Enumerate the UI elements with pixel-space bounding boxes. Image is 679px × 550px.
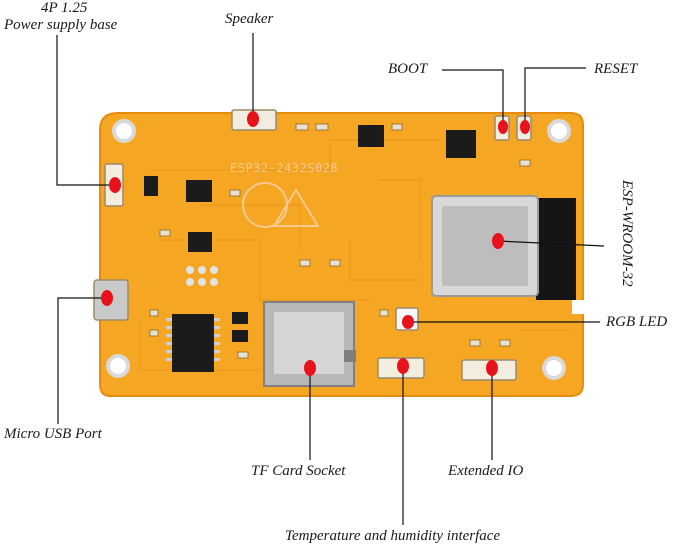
label-extended-io: Extended IO [448,463,524,479]
label-power-supply-line1: 4P 1.25 [41,0,88,16]
red-markers [101,111,530,376]
leader-lines [56,33,605,525]
label-esp-wroom-32: ESP-WROOM-32 [619,180,635,287]
leader-power-supply [56,35,115,186]
leader-micro-usb [57,297,107,424]
label-reset: RESET [594,61,638,77]
label-micro-usb: Micro USB Port [4,426,102,442]
marker-dot [304,360,316,376]
marker-dot [247,111,259,127]
marker-dot [109,177,121,193]
passive-components [149,123,531,359]
marker-dot [498,120,508,134]
label-rgb-led: RGB LED [606,314,668,330]
marker-dot [402,315,414,329]
mounting-holes [106,119,571,380]
board-notch [572,300,584,314]
label-temp-humidity: Temperature and humidity interface [285,528,501,544]
label-power-supply-line2: Power supply base [4,17,118,33]
label-speaker: Speaker [225,11,274,27]
label-tf-card: TF Card Socket [251,463,346,479]
leader-reset [524,67,586,127]
board-silkscreen: ESP32-2432S028 [230,161,338,175]
label-boot: BOOT [388,61,428,77]
leader-boot [442,69,504,127]
marker-dot [486,360,498,376]
pcb-board [99,112,584,397]
ic-pins [166,318,220,361]
leader-esp-module [497,240,605,247]
marker-dot [101,290,113,306]
ic-chips [144,125,476,372]
marker-dot [492,233,504,249]
logo-marks [242,182,320,228]
marker-dot [397,358,409,374]
test-pads [186,266,218,286]
marker-dot [520,120,530,134]
esp-wroom-32-module [431,195,576,300]
